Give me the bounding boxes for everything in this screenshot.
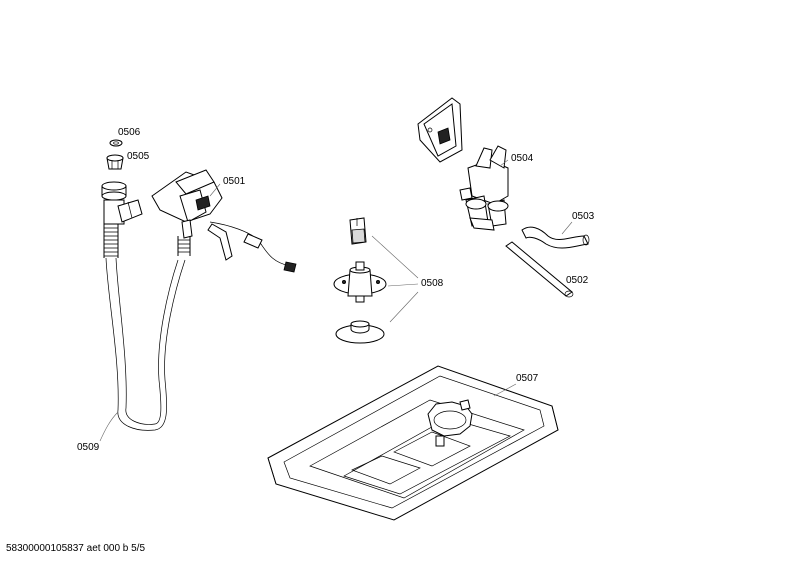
part-0501-valve-assembly <box>151 169 297 273</box>
leaders-0508 <box>371 235 419 323</box>
part-0509-hose <box>99 181 186 442</box>
part-0504-valve <box>459 145 509 231</box>
label-0505: 0505 <box>127 151 150 162</box>
part-0505-nut <box>106 154 124 170</box>
part-0508-float-top <box>349 217 367 245</box>
part-0507-base-tray <box>267 365 559 521</box>
label-0504: 0504 <box>511 153 534 164</box>
label-0502: 0502 <box>566 275 589 286</box>
part-0503-curved-hose <box>521 221 590 249</box>
label-0503: 0503 <box>572 211 595 222</box>
part-0508-float-middle <box>333 261 387 303</box>
document-footer-id: 58300000105837 aet 000 b 5/5 <box>6 543 146 554</box>
label-0509: 0509 <box>77 442 100 453</box>
label-0501: 0501 <box>223 176 246 187</box>
part-0502-tube <box>505 241 574 298</box>
part-0508-float-base <box>335 320 385 344</box>
label-0506: 0506 <box>118 127 141 138</box>
part-0504-bracket <box>417 97 463 163</box>
label-0508: 0508 <box>421 278 444 289</box>
label-0507: 0507 <box>516 373 539 384</box>
part-0506-washer <box>109 139 123 147</box>
